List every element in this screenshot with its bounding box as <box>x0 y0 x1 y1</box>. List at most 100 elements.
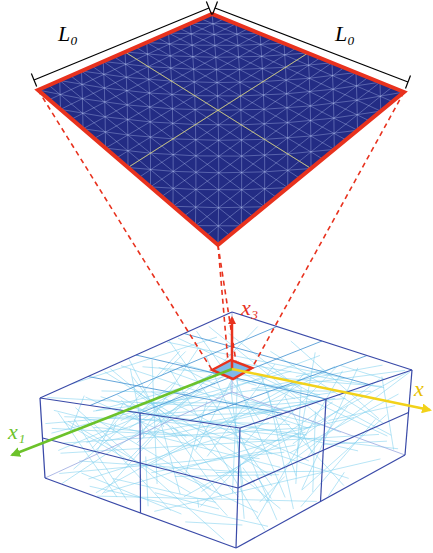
x2-axis <box>232 369 430 410</box>
mesh-line <box>81 473 181 514</box>
surface-mesh-line <box>149 93 151 122</box>
surface-mesh-line <box>214 34 216 57</box>
surface-mesh-line <box>380 82 382 111</box>
dimension-tick <box>212 1 217 14</box>
mesh-line <box>99 421 211 489</box>
surface-mesh-line <box>263 82 265 110</box>
surface-mesh-line <box>194 69 195 95</box>
mesh-line <box>58 390 201 451</box>
mesh-line <box>117 395 178 431</box>
surface-mesh-line <box>333 89 335 118</box>
surface-mesh-line <box>286 94 288 123</box>
surface-outline <box>38 14 404 245</box>
surface-mesh-line <box>264 172 265 207</box>
surface-mesh-line <box>238 45 240 69</box>
dimension-label: L₀ <box>335 22 355 46</box>
mesh-line <box>197 331 262 422</box>
surface-mesh-line <box>104 88 106 117</box>
zoom-line <box>218 245 236 362</box>
surface-mesh-line <box>287 123 288 154</box>
mesh-line <box>96 373 237 410</box>
mesh-line <box>291 341 379 419</box>
mesh-line <box>296 387 301 484</box>
x3-axis <box>231 318 234 369</box>
dimension-line <box>215 8 408 82</box>
mesh-line <box>340 365 383 378</box>
axis-label: x₃ <box>241 296 258 320</box>
surface-mesh-line <box>218 173 219 208</box>
mesh-line <box>71 396 85 431</box>
surface-mesh-line <box>332 63 333 89</box>
mesh-line <box>184 372 408 497</box>
surface-mesh-line <box>171 81 173 109</box>
dimension-lines <box>31 1 410 88</box>
surface-mesh-line <box>148 67 149 93</box>
surface-mesh-line <box>284 43 286 67</box>
surface-mesh-line <box>173 139 174 171</box>
surface-mesh-line <box>194 96 196 125</box>
surface-mesh-line <box>333 118 334 149</box>
surface-mesh-line <box>218 110 220 140</box>
zoom-line <box>38 90 212 370</box>
mesh-line <box>279 417 355 434</box>
grid-line <box>190 356 367 421</box>
surface-mesh-line <box>127 105 129 135</box>
mesh-line <box>101 397 349 479</box>
axis-label: x <box>414 377 424 401</box>
surface-mesh-line <box>125 52 311 169</box>
dimension-tick <box>31 74 36 87</box>
surface-mesh-line <box>287 154 288 188</box>
surface-mesh-line <box>241 125 242 156</box>
surface-mesh-line <box>195 125 196 156</box>
mesh-line <box>158 413 180 494</box>
surface-mesh-line <box>310 106 312 136</box>
surface-mesh-line <box>263 109 265 139</box>
surface-mesh-line <box>195 156 196 190</box>
surface-mesh-line <box>150 122 151 153</box>
surface-mesh-line <box>264 139 265 171</box>
surface-mesh-line <box>147 43 149 67</box>
surface-mesh-line <box>192 45 194 69</box>
mesh-line <box>197 499 199 507</box>
surface-mesh-line <box>308 53 309 78</box>
surface-mesh-line <box>260 34 262 57</box>
surface-mesh-line <box>236 24 238 46</box>
mesh-line <box>158 413 268 416</box>
surface-mesh-line <box>103 62 104 88</box>
surface-mesh-line <box>309 78 311 106</box>
surface-mesh-line <box>195 190 196 226</box>
surface-mesh-line <box>190 24 192 46</box>
surface-mesh-line <box>262 56 263 81</box>
surface-fill <box>38 14 404 245</box>
surface-mesh-line <box>286 67 287 93</box>
mesh-line <box>61 434 379 453</box>
x1-axis <box>12 369 232 455</box>
zoom-lines <box>38 90 404 370</box>
surface-axis-line <box>128 53 308 168</box>
surface-mesh-line <box>218 140 219 172</box>
mesh-line <box>233 428 309 461</box>
surface-mesh-line <box>172 109 174 139</box>
surface-mesh-line <box>241 156 242 190</box>
surface-mesh-line <box>217 83 219 111</box>
surface-mesh-line <box>150 153 151 187</box>
zoomed-surface <box>38 14 404 245</box>
surface-mesh-line <box>239 69 240 95</box>
surface-mesh-line <box>240 96 242 125</box>
mesh-line <box>86 355 319 442</box>
mesh-line <box>74 419 127 500</box>
mesh-line <box>277 372 409 472</box>
axes <box>12 318 430 455</box>
dimension-tick <box>206 2 211 15</box>
box-edge <box>238 413 409 489</box>
surface-mesh-line <box>241 190 242 226</box>
surface-mesh-line <box>216 57 217 82</box>
surface-mesh-line <box>126 77 128 105</box>
surface-mesh-line <box>170 56 171 81</box>
box-edge <box>43 438 239 488</box>
dimension-label: L₀ <box>58 22 78 46</box>
mesh-line <box>290 394 399 453</box>
surface-axis-line <box>125 52 311 169</box>
